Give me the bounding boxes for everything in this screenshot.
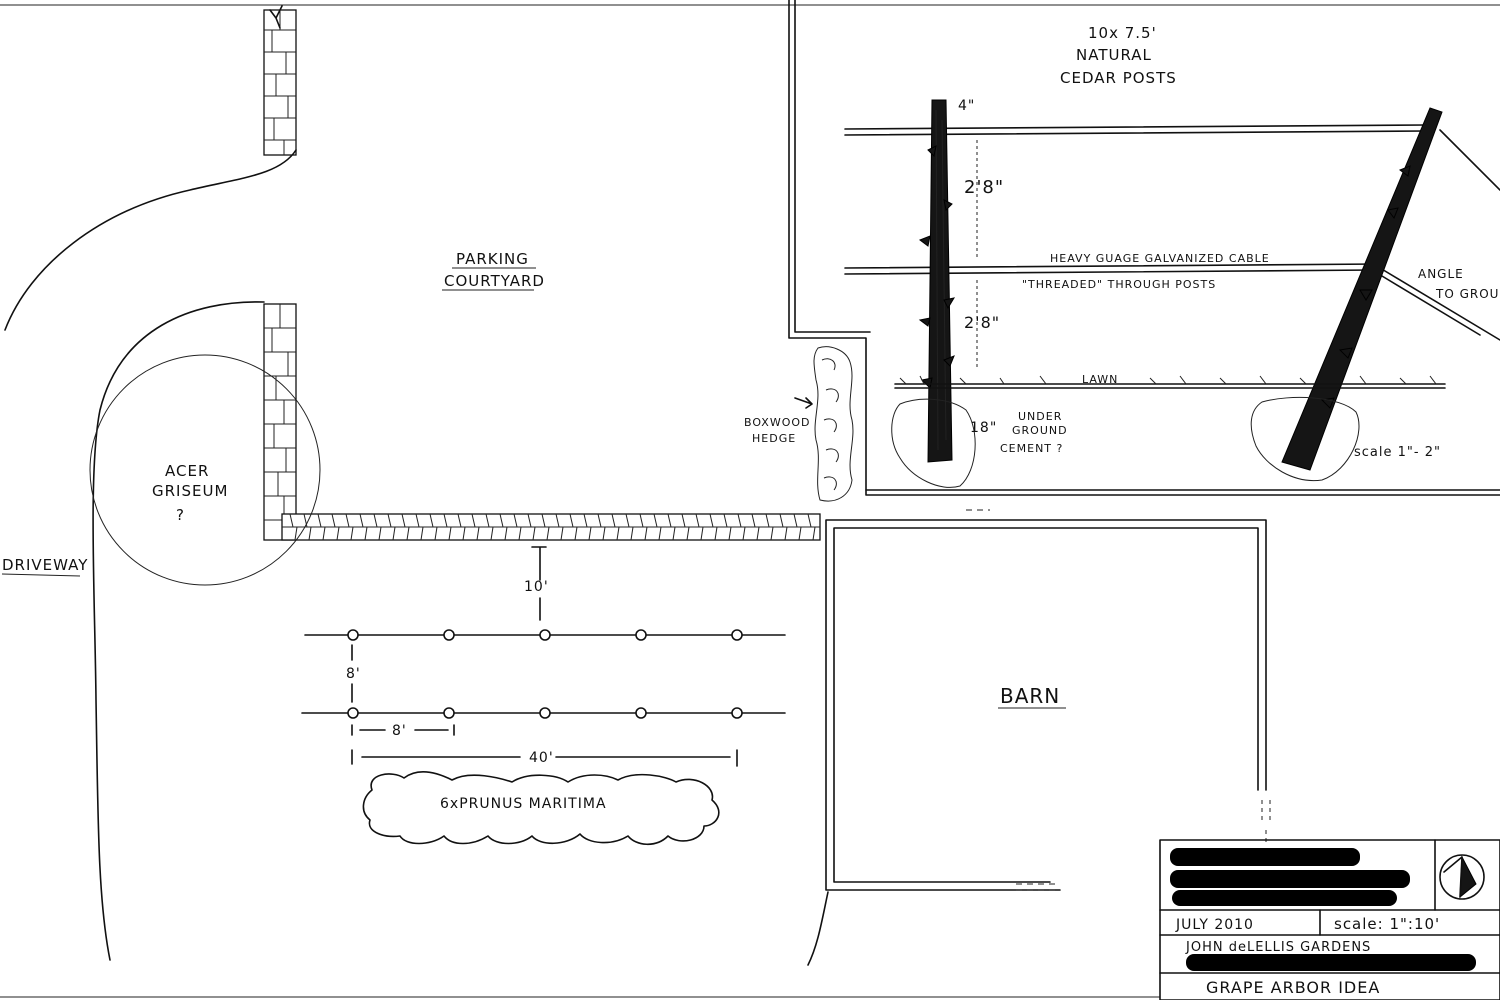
detail-angle-line1: ANGLE — [1418, 267, 1464, 281]
dim-10ft-label: 10' — [524, 579, 549, 595]
arbor-post — [539, 629, 551, 641]
prunus-hedge-outline — [362, 770, 720, 846]
detail-ground-line — [894, 383, 1446, 389]
detail-lawn-label: LAWN — [1082, 373, 1118, 386]
detail-post-width: 4" — [958, 98, 975, 114]
detail-angled-post — [1281, 107, 1443, 471]
barn-label: BARN — [1000, 684, 1060, 708]
detail-scale: scale 1"- 2" — [1354, 445, 1441, 460]
detail-cement-line2: GROUND — [1012, 424, 1068, 437]
detail-footing-right — [1250, 396, 1360, 482]
dim-row-length-label: 40' — [529, 750, 554, 766]
arbor-posts — [347, 629, 743, 719]
dim-post-spacing-line — [351, 724, 455, 736]
acer-tree-canopy — [89, 354, 321, 586]
driveway-underline — [1, 573, 81, 577]
detail-inset-frame-inner — [794, 0, 1500, 491]
north-arrow-icon — [1439, 854, 1485, 900]
redacted-line-2 — [1170, 870, 1410, 888]
dim-row-length-line — [351, 749, 738, 767]
detail-inset-frame — [788, 0, 1500, 496]
arbor-post — [347, 629, 359, 641]
redacted-line-3 — [1172, 890, 1397, 906]
parking-label-line1: PARKING — [456, 250, 529, 268]
detail-threaded-label: "THREADED" THROUGH POSTS — [1022, 278, 1216, 291]
prunus-label: 6xPRUNUS MARITIMA — [440, 796, 607, 812]
detail-grass-marks — [899, 375, 1437, 385]
dim-10ft-line — [531, 546, 547, 621]
stone-wall-left — [263, 303, 297, 541]
title-block — [1159, 839, 1500, 1000]
redacted-line-1 — [1170, 848, 1360, 866]
driveway-edge-upper — [4, 149, 297, 331]
detail-cement-line1: UNDER — [1018, 410, 1062, 423]
detail-lower-spacing: 2'8" — [964, 313, 1000, 332]
arbor-post — [731, 629, 743, 641]
arbor-post — [635, 707, 647, 719]
detail-cement-line3: CEMENT ? — [1000, 442, 1063, 455]
title-block-title: GRAPE ARBOR IDEA — [1206, 978, 1380, 997]
stone-wall-bottom — [281, 513, 821, 541]
arbor-post — [443, 707, 455, 719]
arbor-post — [635, 629, 647, 641]
barn-outline — [825, 509, 1271, 891]
detail-angle-line2: TO GROUND — [1435, 287, 1500, 301]
arbor-post — [443, 629, 455, 641]
redacted-line-4 — [1186, 954, 1476, 971]
title-block-date: JULY 2010 — [1175, 917, 1254, 933]
detail-depth: 18" — [970, 420, 997, 436]
arbor-post — [347, 707, 359, 719]
dim-row-spacing-label: 8' — [346, 666, 361, 682]
detail-cable-label: HEAVY GUAGE GALVANIZED CABLE — [1050, 252, 1270, 265]
arbor-post — [731, 707, 743, 719]
detail-middle-cable — [844, 263, 1381, 275]
detail-vertical-post — [918, 99, 956, 463]
detail-footing-left — [891, 398, 976, 488]
arbor-post — [539, 707, 551, 719]
driveway-edge-right — [807, 891, 829, 966]
detail-header-line2: NATURAL — [1076, 46, 1152, 64]
acer-label-line2: GRISEUM — [152, 482, 228, 500]
boxwood-label-line1: BOXWOOD — [744, 416, 811, 429]
detail-angle-cable — [1379, 129, 1500, 341]
parking-label-line2: COURTYARD — [444, 272, 545, 290]
acer-label-line1: ACER — [165, 462, 209, 480]
boxwood-arrow — [794, 397, 813, 409]
boxwood-label-line2: HEDGE — [752, 432, 796, 445]
title-block-company: JOHN deLELLIS GARDENS — [1185, 940, 1371, 955]
detail-header-line1: 10x 7.5' — [1088, 24, 1157, 42]
title-block-scale: scale: 1":10' — [1334, 915, 1440, 933]
driveway-label: DRIVEWAY — [2, 556, 88, 574]
stone-wall-upper — [263, 5, 297, 156]
dim-post-spacing-label: 8' — [392, 723, 407, 739]
boxwood-hedge — [813, 346, 854, 502]
detail-header-line3: CEDAR POSTS — [1060, 69, 1177, 87]
driveway-edge-inner — [92, 301, 265, 961]
acer-label-question: ? — [176, 506, 185, 524]
detail-upper-spacing: 2'8" — [964, 177, 1004, 198]
